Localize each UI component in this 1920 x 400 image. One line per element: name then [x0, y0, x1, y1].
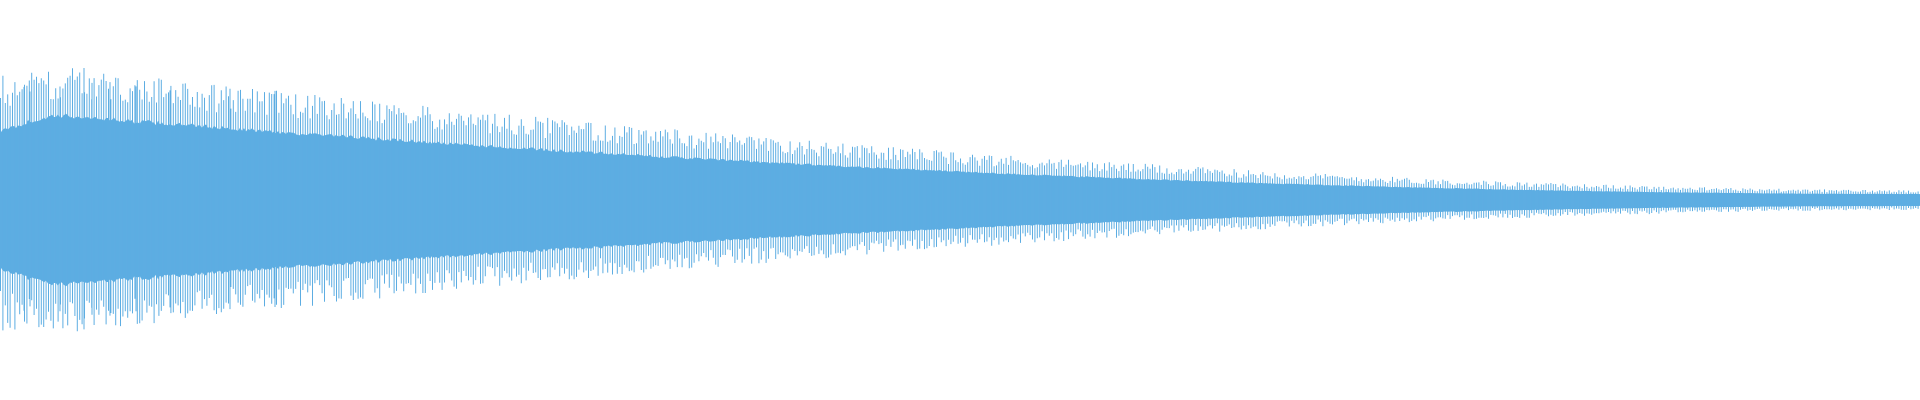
waveform-transients	[0, 68, 1919, 332]
